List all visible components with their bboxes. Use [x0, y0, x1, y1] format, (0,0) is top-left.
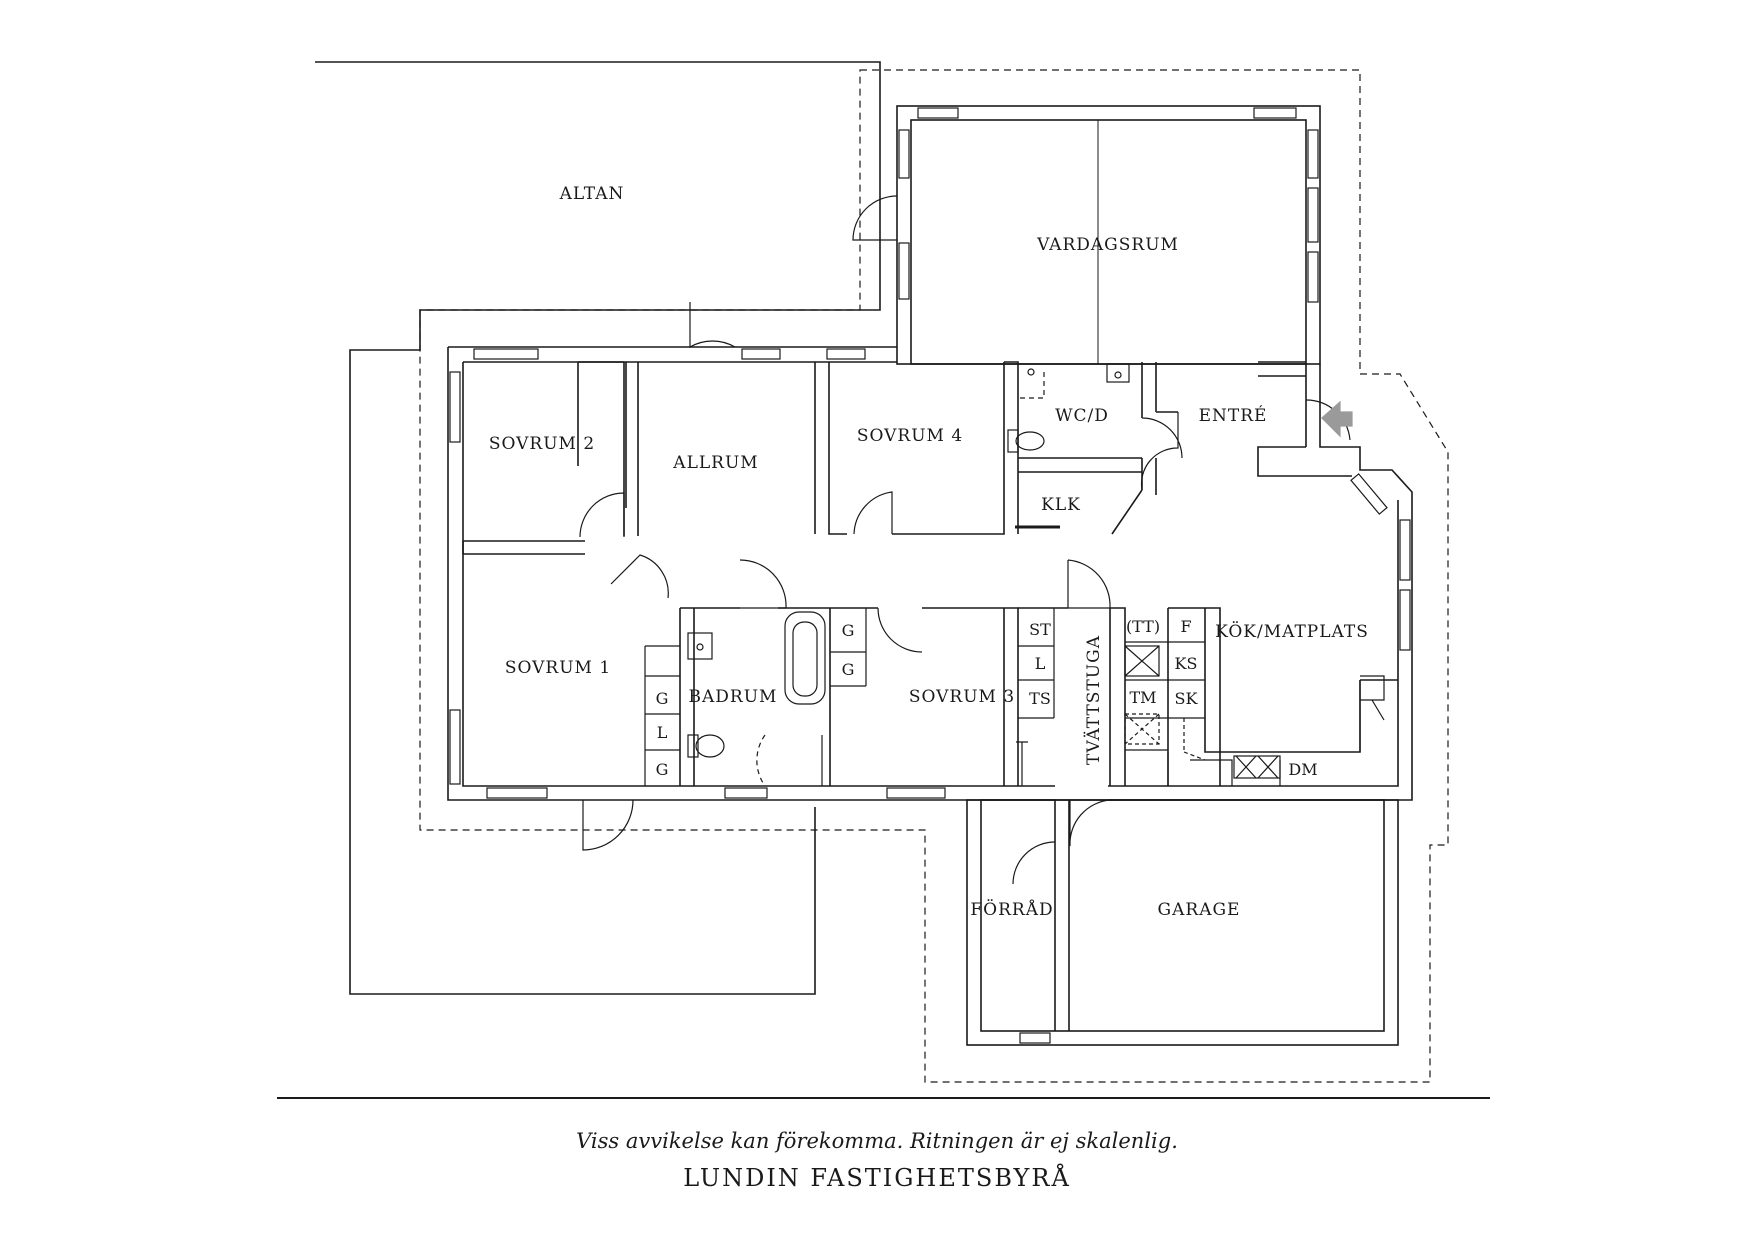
room-label-altan: ALTAN — [559, 184, 625, 204]
room-label-tvattstuga: TVÄTTSTUGA — [1083, 635, 1104, 765]
room-label-allrum: ALLRUM — [672, 453, 758, 473]
fixture-label-l1: L — [657, 723, 668, 742]
roof-outline — [419, 69, 1449, 1083]
fixture-label-dm: DM — [1288, 760, 1317, 779]
bathtub-icon — [784, 611, 826, 705]
garage-wall — [966, 799, 1399, 1046]
room-label-forrad: FÖRRÅD — [970, 899, 1053, 920]
sink-icon — [1106, 363, 1130, 383]
fixture-label-g4: G — [842, 660, 855, 679]
fixture-label-ks: KS — [1175, 654, 1198, 673]
fixture-label-st: ST — [1029, 620, 1051, 639]
fixture-label-l2: L — [1035, 654, 1046, 673]
fixture-label-g2: G — [656, 760, 669, 779]
room-label-kok: KÖK/MATPLATS — [1215, 621, 1369, 642]
fixture-label-tm: TM — [1129, 688, 1156, 707]
room-label-vardagsrum: VARDAGSRUM — [1036, 235, 1179, 255]
brand-name: LUNDIN FASTIGHETSBYRÅ — [683, 1164, 1071, 1192]
room-label-sovrum1: SOVRUM 1 — [505, 658, 611, 678]
fixture-label-sk: SK — [1175, 689, 1199, 708]
door-swing-icon — [852, 195, 898, 241]
fixture-label-ts: TS — [1029, 689, 1051, 708]
room-label-badrum: BADRUM — [689, 687, 778, 707]
room-label-sovrum4: SOVRUM 4 — [857, 426, 963, 446]
window-icon — [917, 107, 959, 119]
fixture-label-tt: (TT) — [1126, 617, 1160, 636]
room-label-klk: KLK — [1041, 495, 1081, 515]
fixture-label-g3: G — [842, 621, 855, 640]
room-label-sovrum3: SOVRUM 3 — [909, 687, 1015, 707]
room-label-entre: ENTRÉ — [1199, 405, 1268, 426]
fixture-label-f: F — [1180, 617, 1191, 636]
room-label-sovrum2: SOVRUM 2 — [489, 434, 595, 454]
room-label-garage: GARAGE — [1158, 900, 1241, 920]
disclaimer-text: Viss avvikelse kan förekomma. Ritningen … — [576, 1129, 1178, 1153]
stove-icon — [1233, 755, 1281, 779]
fixture-label-g1: G — [656, 689, 669, 708]
footer-divider — [277, 1097, 1490, 1099]
room-label-wcd: WC/D — [1055, 406, 1109, 426]
entry-arrow-icon — [1321, 400, 1353, 438]
toilet-icon — [1007, 429, 1045, 453]
main-wall-outer — [447, 346, 1413, 801]
